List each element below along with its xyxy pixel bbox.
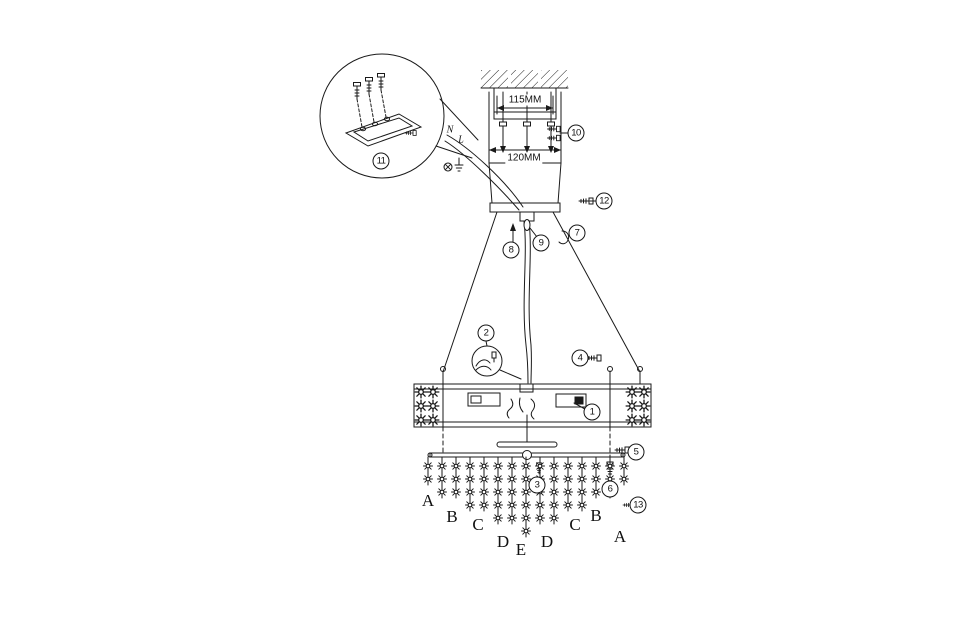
strand-label-e-center: E — [515, 540, 527, 559]
strand-label-c-left: C — [472, 515, 484, 534]
wire-label-l: L — [458, 134, 464, 146]
callout-9: 9 — [532, 234, 550, 252]
strand-label-b-right: B — [590, 506, 602, 525]
callout-3: 3 — [528, 476, 546, 494]
strand-label-d-right: D — [540, 532, 554, 551]
callout-13: 13 — [629, 496, 647, 514]
canopy — [488, 162, 562, 222]
callout-10: 10 — [567, 124, 585, 142]
strand-label-d-left: D — [496, 532, 510, 551]
callout-4: 4 — [571, 349, 589, 367]
callout-6: 6 — [601, 480, 619, 498]
detail-bubble — [319, 53, 479, 179]
cable-gland — [519, 383, 534, 393]
dimension-label-bottom: 120MM — [505, 152, 543, 164]
strand-label-b-left: B — [446, 507, 458, 526]
strand-label-a-right: A — [613, 527, 627, 546]
callout-5: 5 — [627, 443, 645, 461]
callout-7: 7 — [568, 224, 586, 242]
mounting-plate — [488, 87, 569, 164]
ring-frame — [413, 354, 652, 443]
terminal-box — [555, 393, 587, 408]
driver-box — [467, 392, 501, 407]
strand-label-a-left: A — [421, 491, 435, 510]
strand-label-c-right: C — [569, 515, 581, 534]
wire-label-n: N — [446, 124, 454, 136]
callout-11: 11 — [372, 152, 390, 170]
ceiling-hatch — [480, 70, 569, 89]
wire-splice-detail — [471, 340, 522, 380]
dimension-label-top: 115MM — [506, 94, 544, 106]
power-wires — [443, 134, 524, 211]
suspension-cables — [442, 197, 641, 384]
callout-1: 1 — [583, 403, 601, 421]
callout-2: 2 — [477, 324, 495, 342]
callout-8: 8 — [502, 241, 520, 259]
callout-12: 12 — [595, 192, 613, 210]
